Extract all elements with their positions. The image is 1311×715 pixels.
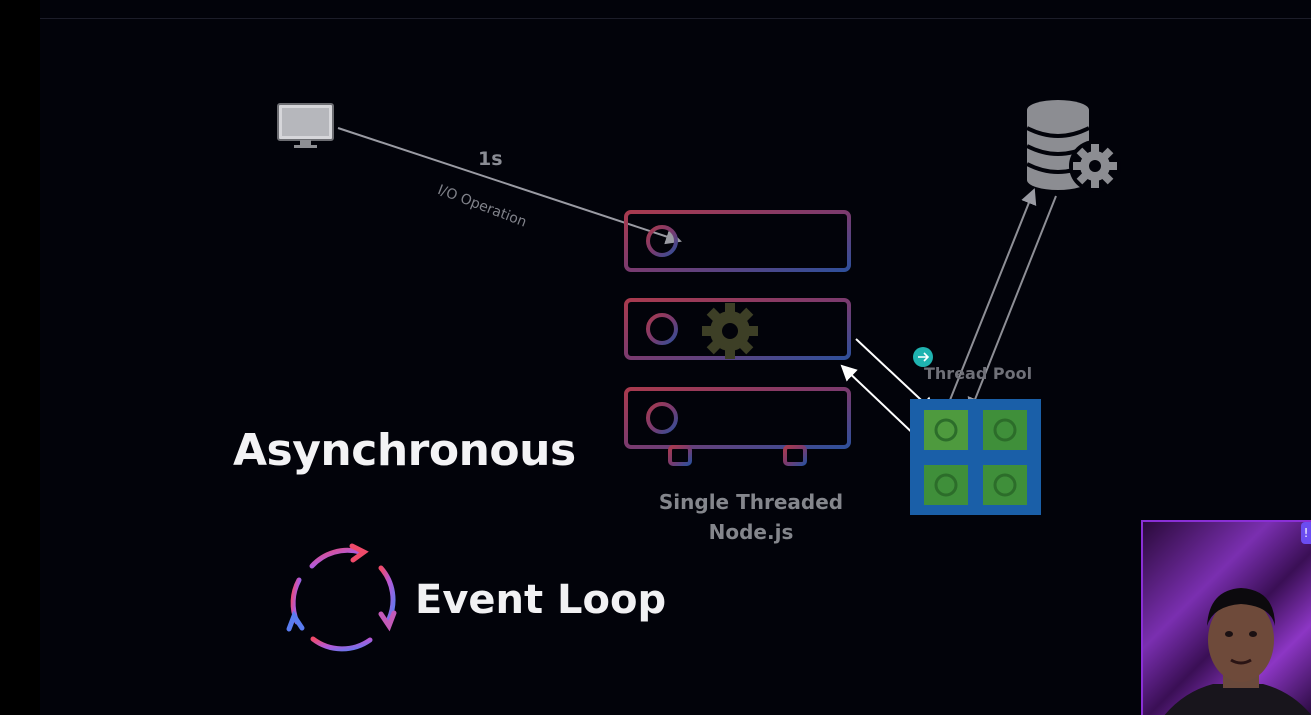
top-divider [40,18,1311,19]
left-margin [0,0,40,715]
callback-arrow [840,364,921,441]
thread-2 [983,410,1027,450]
database-gear-icon [1026,100,1121,192]
db-request-arrow [945,188,1037,411]
server-label-line1: Single Threaded [658,490,844,514]
db-response-arrow [967,195,1057,414]
thread-4 [983,465,1027,505]
thread-1 [924,410,968,450]
webcam-overlay: ! [1141,520,1311,715]
thread-3 [924,465,968,505]
cursor-icon [913,347,933,367]
event-loop-label: Event Loop [415,577,667,623]
presenter-video [1164,588,1311,715]
gear-icon [702,303,758,359]
thread-pool-icon [910,399,1041,515]
webcam-badge: ! [1301,522,1311,544]
monitor-icon [277,103,334,148]
event-loop-cycle-icon [286,543,397,652]
server-label-line2: Node.js [708,520,794,544]
thread-pool-label: Thread Pool [924,364,1033,383]
io-request-arrow [337,127,682,245]
server-rack-icon [624,210,851,466]
slide-heading: Asynchronous [233,425,576,476]
io-duration-label: 1s [478,148,503,170]
